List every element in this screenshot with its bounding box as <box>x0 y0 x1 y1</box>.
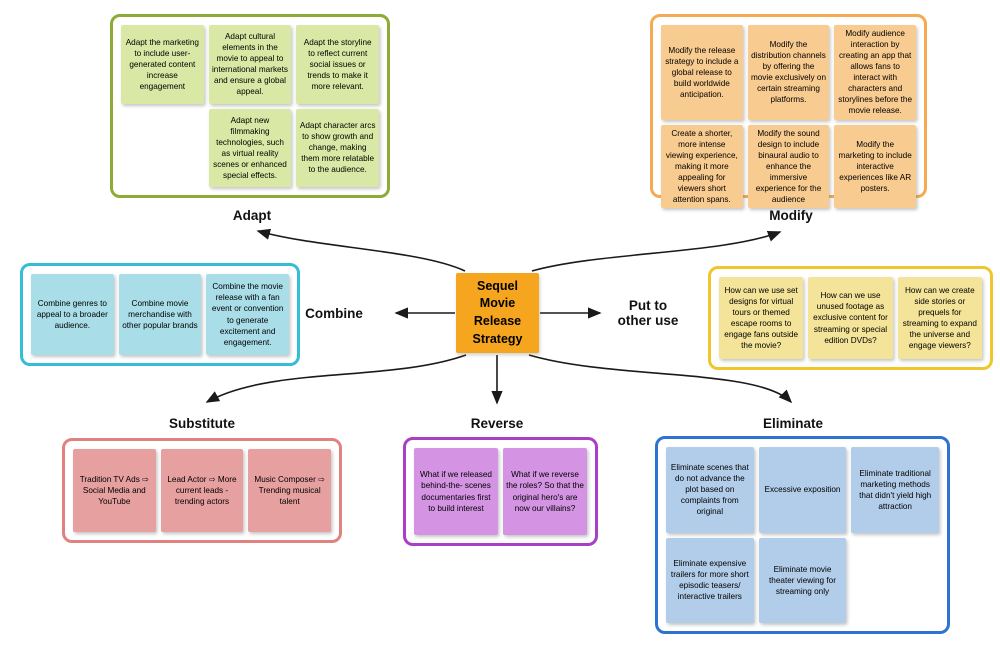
group-adapt[interactable]: Adapt the marketing to include user-gene… <box>110 14 390 198</box>
sticky-note[interactable]: Lead Actor ⇨ More current leads - trendi… <box>160 449 244 532</box>
sticky-note[interactable]: Excessive exposition <box>758 447 847 533</box>
branch-label-combine[interactable]: Combine <box>305 306 363 321</box>
arrow-modify <box>531 231 782 272</box>
sticky-note[interactable]: Tradition TV Ads ⇨ Social Media and YouT… <box>73 449 156 532</box>
sticky-note[interactable]: Eliminate traditional marketing methods … <box>851 447 939 533</box>
central-topic[interactable]: Sequel Movie Release Strategy <box>456 273 539 353</box>
sticky-note[interactable]: Adapt the storyline to reflect current s… <box>296 25 379 104</box>
sticky-note[interactable]: Modify audience interaction by creating … <box>834 25 916 120</box>
sticky-note[interactable]: What if we reverse the roles? So that th… <box>503 448 587 535</box>
group-putto[interactable]: How can we use set designs for virtual t… <box>708 266 993 370</box>
sticky-note[interactable]: Adapt cultural elements in the movie to … <box>208 25 292 104</box>
arrow-substitute <box>205 354 467 403</box>
group-modify[interactable]: Modify the release strategy to include a… <box>650 14 927 208</box>
group-eliminate[interactable]: Eliminate scenes that do not advance the… <box>655 436 950 634</box>
group-substitute[interactable]: Tradition TV Ads ⇨ Social Media and YouT… <box>62 438 342 543</box>
group-combine[interactable]: Combine genres to appeal to a broader au… <box>20 263 300 366</box>
sticky-note[interactable]: Eliminate expensive trailers for more sh… <box>666 537 754 623</box>
sticky-note[interactable]: Combine the movie release with a fan eve… <box>206 274 289 355</box>
branch-label-adapt[interactable]: Adapt <box>232 208 272 223</box>
sticky-note[interactable]: Modify the release strategy to include a… <box>661 25 743 120</box>
sticky-note[interactable]: Create a shorter, more intense viewing e… <box>661 124 743 208</box>
branch-label-modify[interactable]: Modify <box>769 208 813 223</box>
sticky-note[interactable]: How can we create side stories or preque… <box>897 277 982 359</box>
group-reverse[interactable]: What if we released behind-the- scenes d… <box>403 437 598 546</box>
sticky-note[interactable]: Adapt character arcs to show growth and … <box>296 108 379 187</box>
sticky-note[interactable]: Adapt the marketing to include user-gene… <box>121 25 204 104</box>
sticky-note[interactable]: Modify the sound design to include binau… <box>747 124 830 208</box>
sticky-note[interactable]: Combine genres to appeal to a broader au… <box>31 274 114 355</box>
branch-label-reverse[interactable]: Reverse <box>470 416 524 431</box>
sticky-note[interactable]: Modify the distribution channels by offe… <box>747 25 830 120</box>
branch-label-eliminate[interactable]: Eliminate <box>762 416 824 431</box>
arrow-adapt <box>256 228 466 272</box>
arrow-eliminate <box>528 354 793 404</box>
central-topic-line: Sequel <box>477 278 518 293</box>
sticky-note[interactable]: Adapt new filmmaking technologies, such … <box>208 108 292 187</box>
central-topic-line: Movie <box>479 296 516 311</box>
branch-label-substitute[interactable]: Substitute <box>169 416 235 431</box>
sticky-note[interactable]: Eliminate scenes that do not advance the… <box>666 447 754 533</box>
central-topic-line: Strategy <box>472 331 523 346</box>
sticky-note[interactable]: How can we use set designs for virtual t… <box>719 277 804 359</box>
sticky-note[interactable]: How can we use unused footage as exclusi… <box>808 277 893 359</box>
sticky-note[interactable]: Music Composer ⇨ Trending musical talent <box>248 449 331 532</box>
sticky-note[interactable]: Eliminate movie theater viewing for stre… <box>758 537 847 623</box>
sticky-note[interactable]: Combine movie merchandise with other pop… <box>118 274 202 355</box>
central-topic-line: Release <box>473 314 522 328</box>
sticky-note[interactable]: What if we released behind-the- scenes d… <box>414 448 498 535</box>
branch-label-putto[interactable]: Put to other use <box>617 298 679 328</box>
sticky-note[interactable]: Modify the marketing to include interact… <box>834 124 916 208</box>
